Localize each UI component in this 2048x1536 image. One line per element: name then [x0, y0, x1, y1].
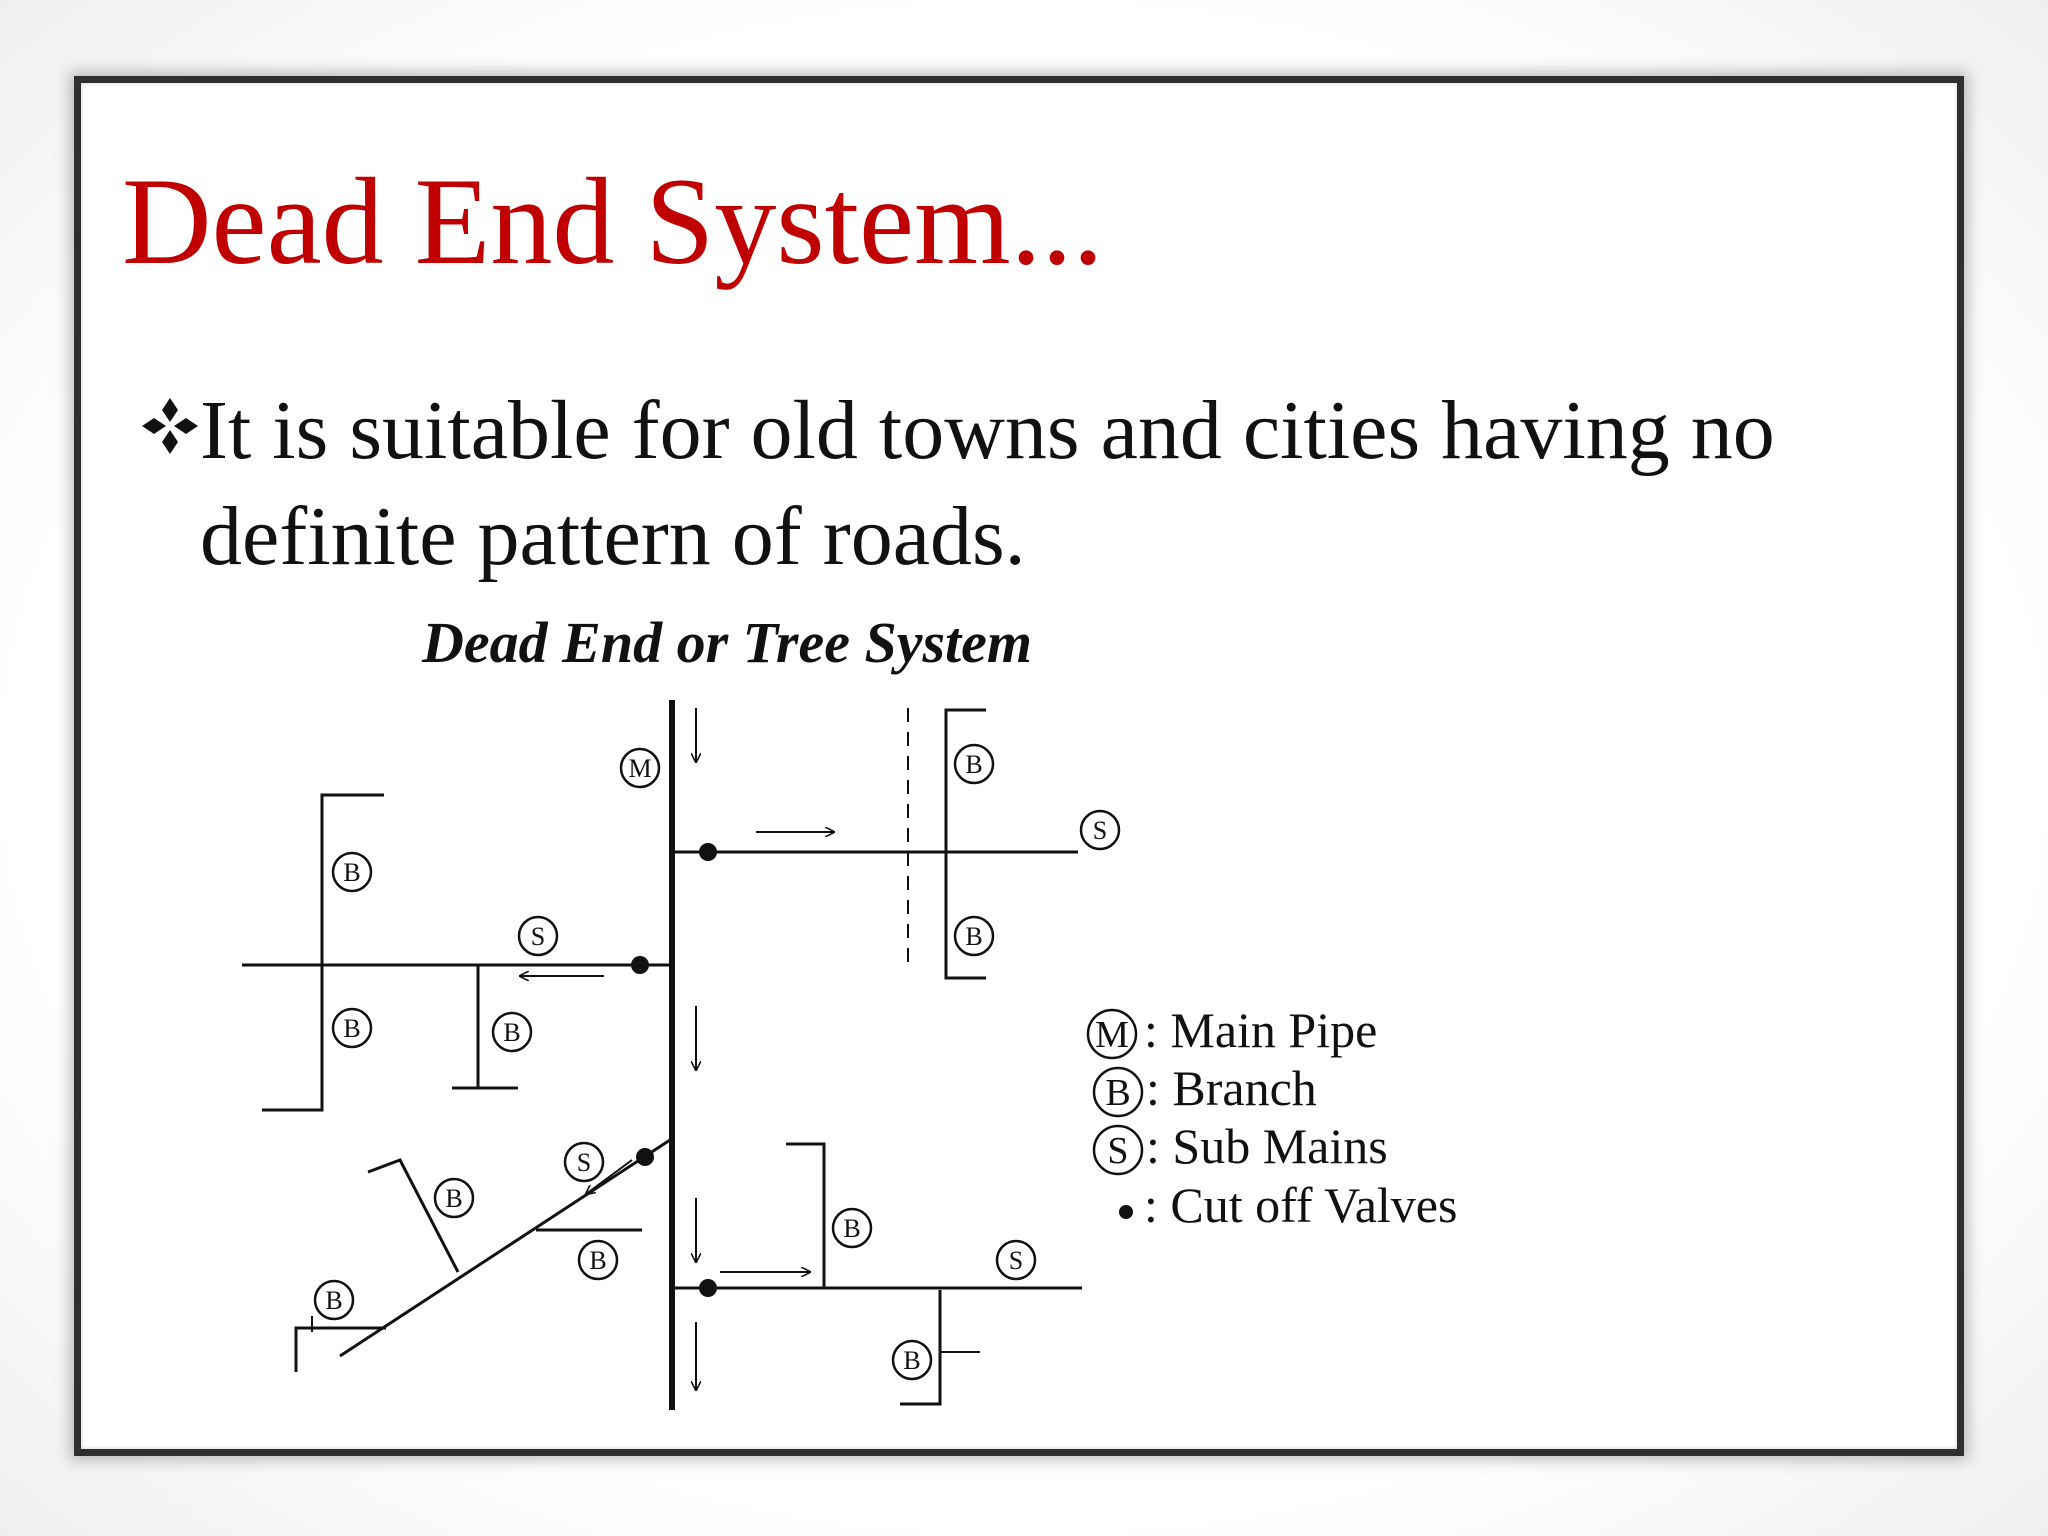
legend-label-valves: : Cut off Valves [1144, 1177, 1457, 1233]
pipe-network [242, 700, 1082, 1410]
label-branch: B [343, 1014, 360, 1043]
cut-off-valves [631, 843, 717, 1297]
branch-diagonal-lower [294, 1326, 386, 1372]
label-branch: B [965, 922, 982, 951]
label-sub: S [531, 922, 545, 951]
valve-dot [699, 1279, 717, 1297]
legend-label-branch: : Branch [1146, 1060, 1317, 1116]
legend-symbol-branch: B [1105, 1072, 1130, 1114]
label-branch: B [903, 1346, 920, 1375]
valve-dot [699, 843, 717, 861]
slide-title: Dead End System... [122, 153, 1104, 290]
legend-symbol-sub: S [1107, 1130, 1128, 1172]
legend-label-main: : Main Pipe [1144, 1002, 1377, 1058]
branch-right-lower-bottom [900, 1290, 942, 1406]
label-sub: S [1093, 816, 1107, 845]
label-main: M [628, 754, 651, 783]
label-branch: B [325, 1286, 342, 1315]
bullet-text: It is suitable for old towns and cities … [200, 384, 1775, 583]
label-branch: B [843, 1214, 860, 1243]
legend-label-sub: : Sub Mains [1146, 1118, 1388, 1174]
valve-dot [636, 1148, 654, 1166]
pipe-labels: M B S B B B S B S B B B B S B [313, 743, 1121, 1381]
label-sub: S [577, 1148, 591, 1177]
branch-diagonal-upper [367, 1158, 460, 1273]
legend-valve-dot [1119, 1205, 1133, 1219]
label-branch: B [343, 858, 360, 887]
legend: M : Main Pipe B : Branch S : Sub Mains :… [1086, 1002, 1457, 1233]
bullet-point: It is suitable for old towns and cities … [138, 378, 1898, 590]
slide-frame [74, 76, 1964, 1456]
label-branch: B [445, 1184, 462, 1213]
label-branch: B [503, 1018, 520, 1047]
label-branch: B [965, 750, 982, 779]
diagram-heading: Dead End or Tree System [421, 610, 1032, 675]
label-branch: B [589, 1246, 606, 1275]
branch-right-upper [944, 708, 986, 980]
sub-main-diagonal [339, 1138, 671, 1358]
valve-dot [631, 956, 649, 974]
diamond-bullet-icon [142, 398, 198, 454]
legend-symbol-main: M [1095, 1014, 1129, 1056]
dead-end-tree-diagram: Dead End or Tree System [242, 610, 1457, 1410]
branch-right-lower-upper [786, 1142, 826, 1288]
label-sub: S [1009, 1246, 1023, 1275]
branch-left-tall [262, 793, 384, 1112]
